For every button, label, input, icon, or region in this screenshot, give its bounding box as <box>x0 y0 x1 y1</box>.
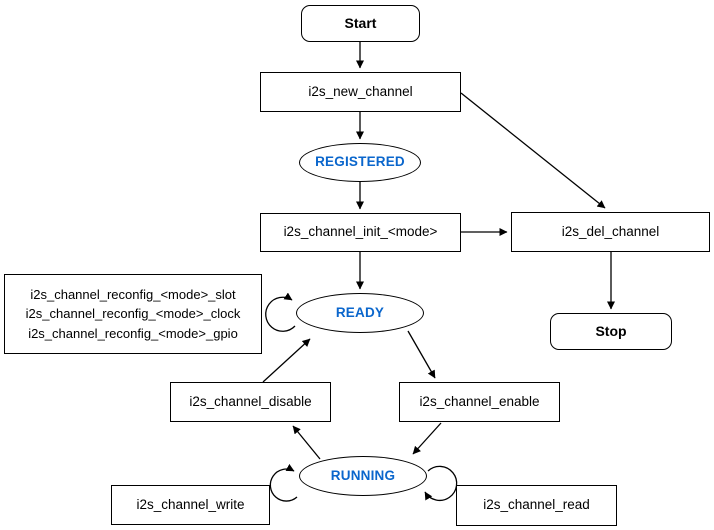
node-start-label: Start <box>344 15 377 32</box>
node-i2s-channel-init-label: i2s_channel_init_<mode> <box>283 224 438 240</box>
edge-ready-self-loop <box>265 292 296 332</box>
node-i2s-new-channel: i2s_new_channel <box>260 72 461 112</box>
node-i2s-channel-reconfig: i2s_channel_reconfig_<mode>_slot i2s_cha… <box>4 274 262 354</box>
edge-disable-to-ready <box>262 338 311 383</box>
node-i2s-channel-write: i2s_channel_write <box>111 485 270 525</box>
edge-new-channel-to-del-channel <box>460 92 606 209</box>
reconfig-line-gpio: i2s_channel_reconfig_<mode>_gpio <box>28 325 238 341</box>
reconfig-line-clock: i2s_channel_reconfig_<mode>_clock <box>25 306 241 322</box>
edge-running-self-loop-right <box>424 465 458 502</box>
node-state-running-label: RUNNING <box>330 467 396 483</box>
reconfig-line-slot: i2s_channel_reconfig_<mode>_slot <box>30 286 236 302</box>
node-i2s-new-channel-label: i2s_new_channel <box>308 83 413 99</box>
node-i2s-channel-init: i2s_channel_init_<mode> <box>260 213 461 252</box>
node-state-running: RUNNING <box>299 456 427 496</box>
node-state-ready: READY <box>296 293 424 333</box>
edge-enable-to-running <box>412 422 442 455</box>
node-state-ready-label: READY <box>335 304 385 320</box>
node-stop-label: Stop <box>595 323 627 340</box>
node-i2s-channel-disable-label: i2s_channel_disable <box>189 393 312 409</box>
node-i2s-channel-read: i2s_channel_read <box>456 485 617 526</box>
edge-running-self-loop-left <box>269 463 298 502</box>
node-start: Start <box>301 5 420 42</box>
edge-ready-to-enable <box>407 330 436 379</box>
node-i2s-del-channel: i2s_del_channel <box>511 212 710 252</box>
node-i2s-del-channel-label: i2s_del_channel <box>561 223 660 239</box>
node-i2s-channel-enable: i2s_channel_enable <box>399 382 560 422</box>
node-i2s-channel-write-label: i2s_channel_write <box>136 496 245 512</box>
node-state-registered-label: REGISTERED <box>315 154 405 170</box>
node-i2s-channel-disable: i2s_channel_disable <box>170 382 331 422</box>
edge-running-to-disable <box>292 425 321 460</box>
node-i2s-channel-enable-label: i2s_channel_enable <box>419 393 540 409</box>
node-stop: Stop <box>550 313 672 350</box>
node-state-registered: REGISTERED <box>299 143 421 182</box>
node-i2s-channel-read-label: i2s_channel_read <box>483 497 590 513</box>
